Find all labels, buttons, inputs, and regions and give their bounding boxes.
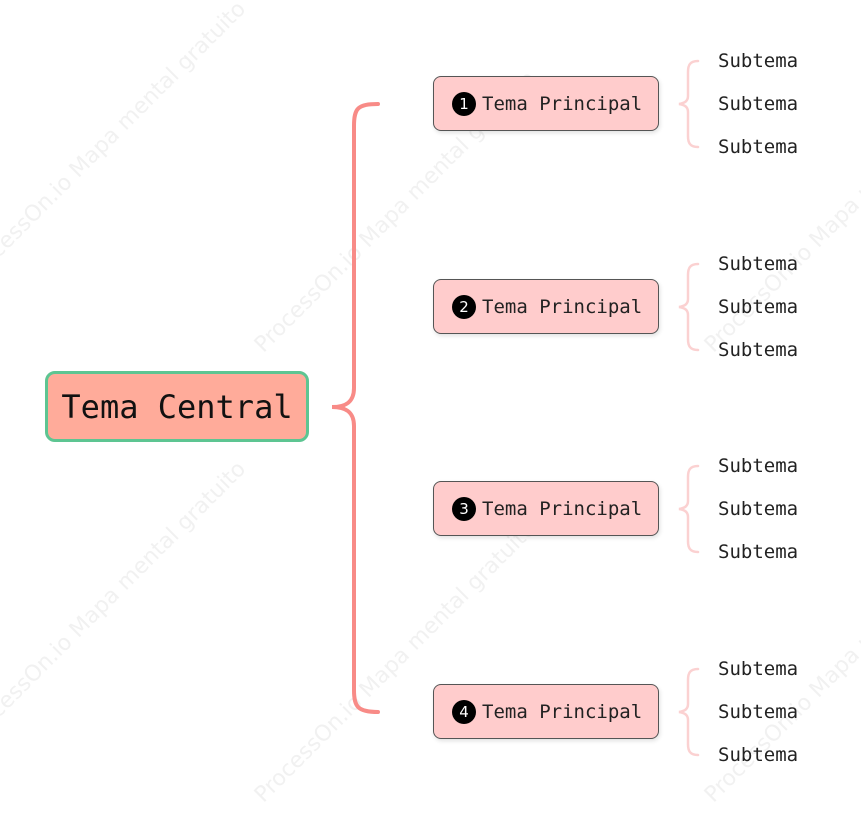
central-topic[interactable]: Tema Central [45,371,309,442]
main-topic-3[interactable]: 3 Tema Principal [433,481,659,536]
subtopic-1-1[interactable]: Subtema [718,50,799,72]
main-topic-1[interactable]: 1 Tema Principal [433,76,659,131]
main-topic-label: Tema Principal [482,92,643,115]
number-1-icon: 1 [452,91,476,116]
subtopic-3-1[interactable]: Subtema [718,455,799,477]
subtopic-4-3[interactable]: Subtema [718,744,799,766]
sub-bracket-4 [678,667,700,757]
main-topic-2[interactable]: 2 Tema Principal [433,279,659,334]
subtopic-3-3[interactable]: Subtema [718,541,799,563]
subtopic-2-2[interactable]: Subtema [718,296,799,318]
main-topic-4[interactable]: 4 Tema Principal [433,684,659,739]
main-bracket [331,102,380,714]
subtopic-4-2[interactable]: Subtema [718,701,799,723]
subtopic-2-3[interactable]: Subtema [718,339,799,361]
subtopic-2-1[interactable]: Subtema [718,253,799,275]
main-topic-label: Tema Principal [482,295,643,318]
main-topic-label: Tema Principal [482,497,643,520]
subtopic-1-2[interactable]: Subtema [718,93,799,115]
sub-bracket-2 [678,262,700,352]
number-4-icon: 4 [452,699,476,724]
subtopic-1-3[interactable]: Subtema [718,136,799,158]
subtopic-3-2[interactable]: Subtema [718,498,799,520]
subtopic-4-1[interactable]: Subtema [718,658,799,680]
main-topic-label: Tema Principal [482,700,643,723]
sub-bracket-1 [678,59,700,149]
central-topic-label: Tema Central [61,387,293,426]
number-2-icon: 2 [452,294,476,319]
sub-bracket-3 [678,464,700,554]
number-3-icon: 3 [452,496,476,521]
